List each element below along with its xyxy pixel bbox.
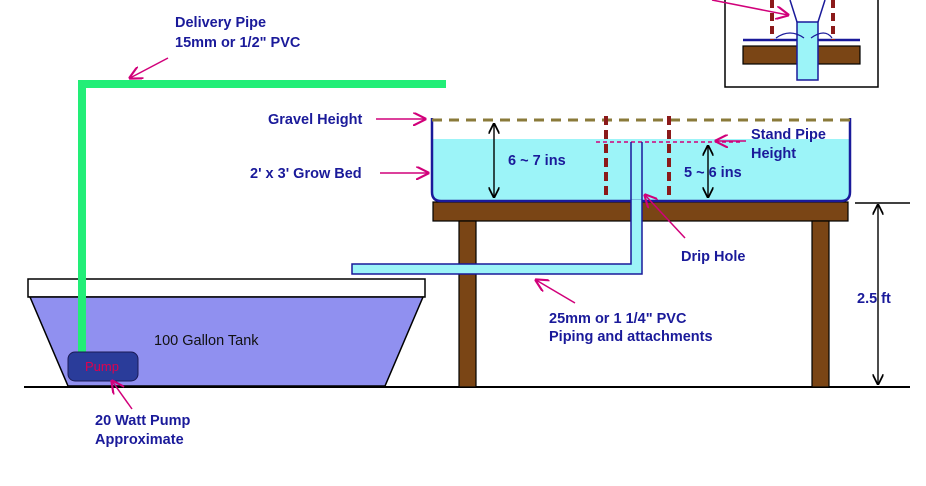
stand-pipe-height-label: Height [751,146,796,162]
water-depth-label: 5 ~ 6 ins [684,165,742,181]
delivery-pipe-spec: 15mm or 1/2" PVC [175,35,301,51]
pump-note-label-2: Approximate [95,432,184,448]
delivery-pipe-arrow [130,57,169,78]
drain-pipe [351,200,643,275]
delivery-pipe-label: Delivery Pipe [175,15,266,31]
drip-hole-label: Drip Hole [681,249,745,265]
inset-pointer [711,0,788,15]
drain-piping [351,200,643,275]
gravel-depth-label: 6 ~ 7 ins [508,153,566,169]
stand-pipe-label: Stand Pipe [751,127,826,143]
pump[interactable]: Pump [67,351,139,382]
grow-bed-label: 2' x 3' Grow Bed [250,166,362,182]
pump-body[interactable] [67,351,139,382]
pump-note-arrow [112,381,133,410]
piping-label-2: Piping and attachments [549,329,713,345]
delivery-pipe [78,80,446,356]
gravel-height-label: Gravel Height [268,112,362,128]
piping-arrow [536,280,576,304]
drip-hole-arrow [645,195,686,239]
table-height-label: 2.5 ft [857,291,891,307]
tank-label: 100 Gallon Tank [154,333,259,349]
inset-stand-pipe [796,21,819,81]
pump-note-label: 20 Watt Pump [95,413,190,429]
bell-siphon [604,116,671,202]
inset-detail [711,0,879,88]
table-leg-left [458,220,477,388]
table-leg-right [811,220,830,388]
pump-label: Pump [85,359,119,374]
grow-bed-water [432,139,850,201]
tank-rim [27,278,426,298]
piping-label: 25mm or 1 1/4" PVC [549,311,687,327]
